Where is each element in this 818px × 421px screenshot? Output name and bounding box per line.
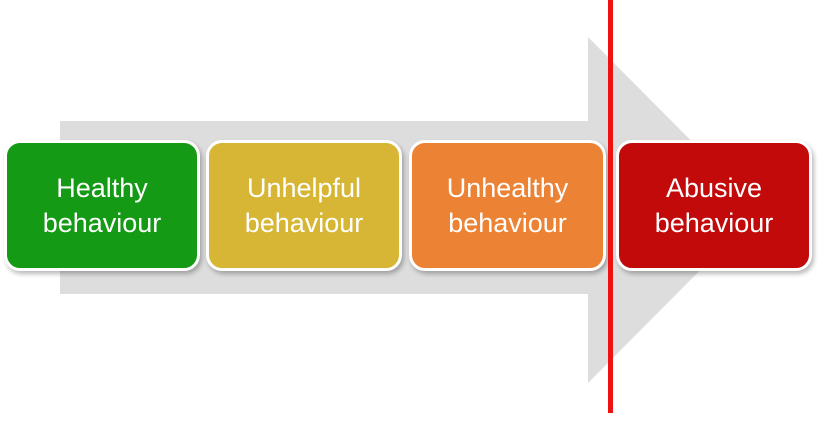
stage-healthy-behaviour: Healthy behaviour: [4, 140, 200, 271]
stage-unhealthy-behaviour: Unhealthy behaviour: [409, 140, 606, 271]
abuse-threshold-line: [608, 0, 613, 413]
stage-unhelpful-behaviour: Unhelpful behaviour: [206, 140, 402, 271]
stage-unhealthy-behaviour-label: Unhealthy behaviour: [446, 173, 569, 238]
stage-abusive-behaviour: Abusive behaviour: [616, 140, 812, 271]
stage-unhelpful-behaviour-label: Unhelpful behaviour: [244, 173, 364, 238]
stage-healthy-behaviour-label: Healthy behaviour: [42, 173, 162, 238]
stage-abusive-behaviour-label: Abusive behaviour: [654, 173, 774, 238]
